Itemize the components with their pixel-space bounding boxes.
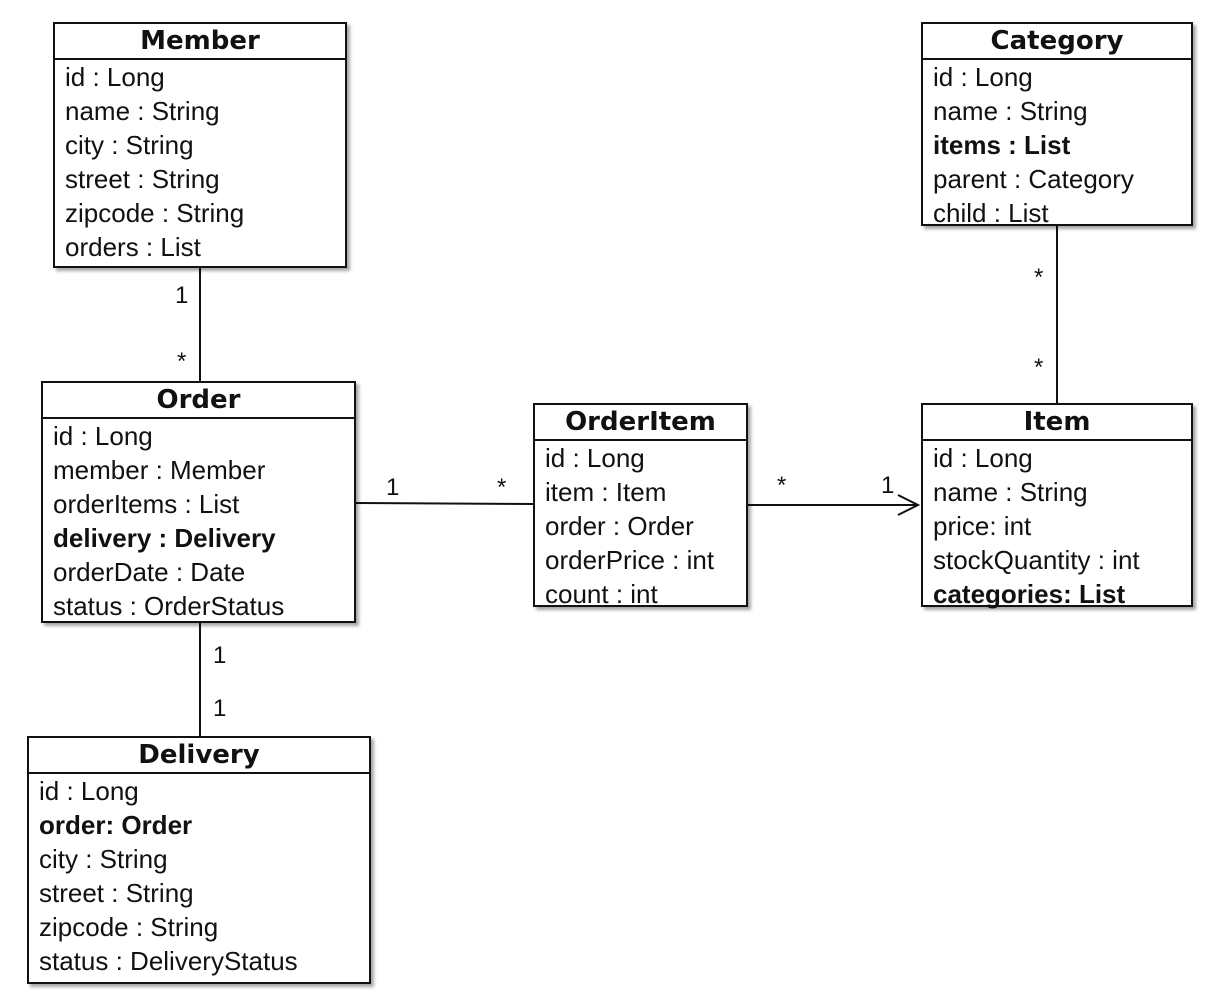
class-order-attributes: id : Long member : Member orderItems : Lis…: [43, 419, 354, 623]
class-orderitem-attributes: id : Long item : Item order : Order orderPr…: [535, 441, 746, 611]
multiplicity-order-side-delivery: 1: [213, 642, 227, 669]
class-orderitem-attribute: count : int: [545, 579, 658, 609]
class-item-attributes: id : Long name : String price: int stockQua…: [923, 441, 1191, 611]
multiplicity-item-side-category: *: [1034, 354, 1044, 381]
multiplicity-member-side: 1: [175, 282, 189, 309]
class-orderitem-attribute: orderPrice : int: [545, 545, 715, 575]
class-order-attribute: status : OrderStatus: [53, 591, 285, 621]
order-orderitem-association: [355, 502, 534, 505]
class-category-attributes: id : Long name : String items : List parent…: [923, 60, 1191, 230]
class-orderitem-name: OrderItem: [535, 405, 746, 441]
class-order: Order id : Long member : Member orderItems…: [41, 381, 356, 623]
class-category-attribute: id : Long: [933, 62, 1033, 92]
class-order-attribute: member : Member: [53, 455, 266, 485]
multiplicity-delivery-side: 1: [213, 695, 227, 722]
class-order-attribute: orderItems : List: [53, 489, 240, 519]
class-item-name: Item: [923, 405, 1191, 441]
class-item-attribute: price: int: [933, 511, 1032, 541]
class-orderitem-attribute: order : Order: [545, 511, 694, 541]
navigability-arrowhead: [897, 494, 921, 516]
class-item-attribute: categories: List: [933, 579, 1126, 609]
class-category-name: Category: [923, 24, 1191, 60]
class-member-attributes: id : Long name : String city : String stree…: [55, 60, 345, 264]
class-category: Category id : Long name : String items : L…: [921, 22, 1193, 228]
class-member: Member id : Long name : String city : Stri…: [53, 22, 347, 268]
class-delivery-attribute: status : DeliveryStatus: [39, 946, 298, 976]
class-delivery-attributes: id : Long order: Order city : String street…: [29, 774, 369, 978]
class-delivery-attribute: order: Order: [39, 810, 193, 840]
class-delivery-attribute: zipcode : String: [39, 912, 219, 942]
class-category-attribute: parent : Category: [933, 164, 1134, 194]
class-delivery-attribute: id : Long: [39, 776, 139, 806]
class-item-attribute: stockQuantity : int: [933, 545, 1140, 575]
class-item-attribute: id : Long: [933, 443, 1033, 473]
class-member-attribute: city : String: [65, 130, 194, 160]
multiplicity-category-side: *: [1034, 264, 1044, 291]
multiplicity-orderitem-side-order: *: [497, 474, 507, 501]
class-member-attribute: name : String: [65, 96, 220, 126]
class-orderitem-attribute: item : Item: [545, 477, 667, 507]
class-orderitem-attribute: id : Long: [545, 443, 645, 473]
class-category-attribute: name : String: [933, 96, 1088, 126]
class-category-attribute: child : List: [933, 198, 1049, 228]
class-order-attribute: orderDate : Date: [53, 557, 246, 587]
class-member-attribute: orders : List: [65, 232, 201, 262]
multiplicity-order-side-orderitem: 1: [386, 474, 400, 501]
class-delivery: Delivery id : Long order: Order city : Str…: [27, 736, 371, 984]
multiplicity-order-side-member: *: [177, 348, 187, 375]
class-delivery-attribute: city : String: [39, 844, 168, 874]
class-member-name: Member: [55, 24, 345, 60]
class-delivery-name: Delivery: [29, 738, 369, 774]
class-category-attribute: items : List: [933, 130, 1071, 160]
class-order-attribute: id : Long: [53, 421, 153, 451]
class-member-attribute: id : Long: [65, 62, 165, 92]
class-delivery-attribute: street : String: [39, 878, 194, 908]
class-member-attribute: street : String: [65, 164, 220, 194]
class-item-attribute: name : String: [933, 477, 1088, 507]
class-item: Item id : Long name : String price: int sto…: [921, 403, 1193, 609]
class-orderitem: OrderItem id : Long item : Item order : Or…: [533, 403, 748, 609]
multiplicity-orderitem-side-item: *: [777, 472, 787, 499]
class-order-attribute: delivery : Delivery: [53, 523, 276, 553]
class-member-attribute: zipcode : String: [65, 198, 245, 228]
multiplicity-item-side-orderitem: 1: [881, 472, 895, 499]
class-order-name: Order: [43, 383, 354, 419]
